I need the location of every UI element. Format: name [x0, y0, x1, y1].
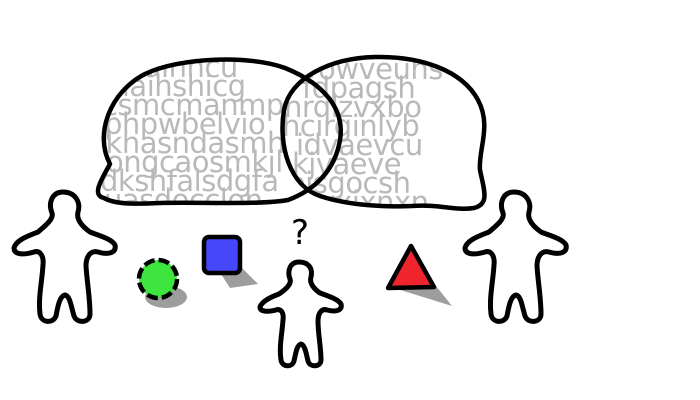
blue-square	[201, 234, 243, 276]
noise-text-line: hcirginlyb	[282, 109, 419, 143]
noise-text-line: nrqlzvxbo	[284, 90, 421, 124]
left-bubble-outline	[95, 57, 343, 206]
noise-text-line: kjvaeve	[292, 147, 401, 181]
noise-text-line: ongcaosmkjl	[106, 145, 283, 179]
circle-shape-icon	[136, 257, 187, 308]
noise-text-line: uasdocclon	[104, 183, 262, 217]
noise-text-line: phpwbelvio	[104, 107, 265, 141]
noise-text-line: csmcmanmp	[102, 88, 284, 122]
triangle-shape-icon	[385, 243, 452, 306]
green-circle	[136, 257, 180, 301]
triangle-shadow	[394, 286, 452, 306]
right-bubble-outline	[280, 54, 487, 211]
square-shape-icon	[201, 234, 258, 288]
right-person-icon	[462, 189, 569, 324]
middle-person-icon	[257, 259, 344, 369]
right-speech-bubble: owveuhs fdpagsh nrqlzvxbo hcirginlyb idv…	[282, 57, 444, 209]
noise-text-line: idvaevcu	[296, 128, 423, 162]
noise-text-line: lkhasndasmh	[98, 126, 285, 160]
left-person-icon	[11, 189, 118, 324]
noise-text-line: dkshfalsdgfa	[100, 164, 279, 198]
question-mark: ?	[291, 213, 309, 253]
red-triangle	[385, 243, 437, 291]
